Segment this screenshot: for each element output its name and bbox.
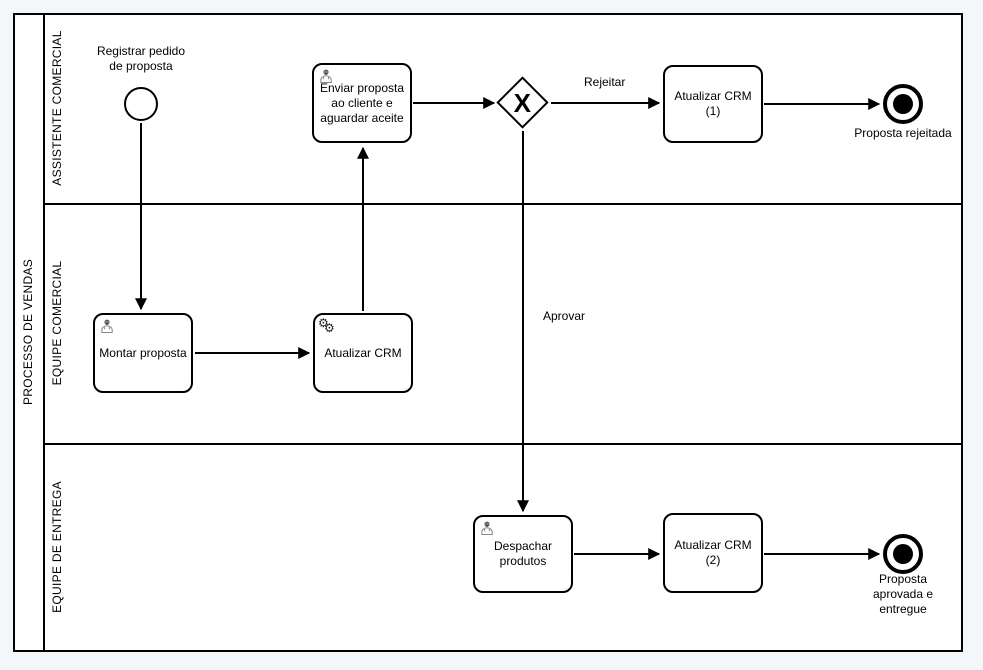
user-icon bbox=[101, 319, 113, 333]
end-event-rejected[interactable] bbox=[883, 84, 923, 124]
lane-assistente-comercial[interactable] bbox=[45, 15, 961, 205]
task-label: Enviar proposta ao cliente e aguardar ac… bbox=[319, 80, 405, 125]
pool-header[interactable] bbox=[15, 15, 45, 650]
user-icon bbox=[481, 521, 493, 535]
end-event-approved[interactable] bbox=[883, 534, 923, 574]
task-despachar-produtos[interactable]: Despachar produtos bbox=[473, 515, 573, 593]
exclusive-gateway-x-icon: X bbox=[513, 87, 532, 118]
start-event[interactable] bbox=[124, 87, 158, 121]
task-atualizar-crm-2[interactable]: Atualizar CRM (2) bbox=[663, 513, 763, 593]
task-label: Montar proposta bbox=[99, 345, 187, 360]
end-event-approved-label: Proposta aprovada e entregue bbox=[872, 572, 934, 616]
task-label: Atualizar CRM (2) bbox=[674, 538, 752, 567]
task-atualizar-crm[interactable]: ⚙ ⚙ Atualizar CRM bbox=[313, 313, 413, 393]
end-event-rejected-label: Proposta rejeitada bbox=[854, 126, 952, 140]
start-event-label: Registrar pedido de proposta bbox=[96, 44, 186, 73]
gears-icon: ⚙ ⚙ bbox=[318, 316, 335, 335]
lane-equipe-comercial[interactable] bbox=[45, 205, 961, 445]
terminate-icon bbox=[893, 544, 913, 564]
flow-label-rejeitar: Rejeitar bbox=[584, 75, 626, 89]
task-label: Atualizar CRM bbox=[324, 345, 402, 360]
task-atualizar-crm-1[interactable]: Atualizar CRM (1) bbox=[663, 65, 763, 143]
user-icon bbox=[320, 69, 332, 83]
flow-label-aprovar: Aprovar bbox=[543, 309, 586, 323]
task-label: Atualizar CRM (1) bbox=[674, 89, 752, 118]
terminate-icon bbox=[893, 94, 913, 114]
task-enviar-proposta[interactable]: Enviar proposta ao cliente e aguardar ac… bbox=[312, 63, 412, 143]
task-montar-proposta[interactable]: Montar proposta bbox=[93, 313, 193, 393]
task-label: Despachar produtos bbox=[493, 539, 553, 568]
